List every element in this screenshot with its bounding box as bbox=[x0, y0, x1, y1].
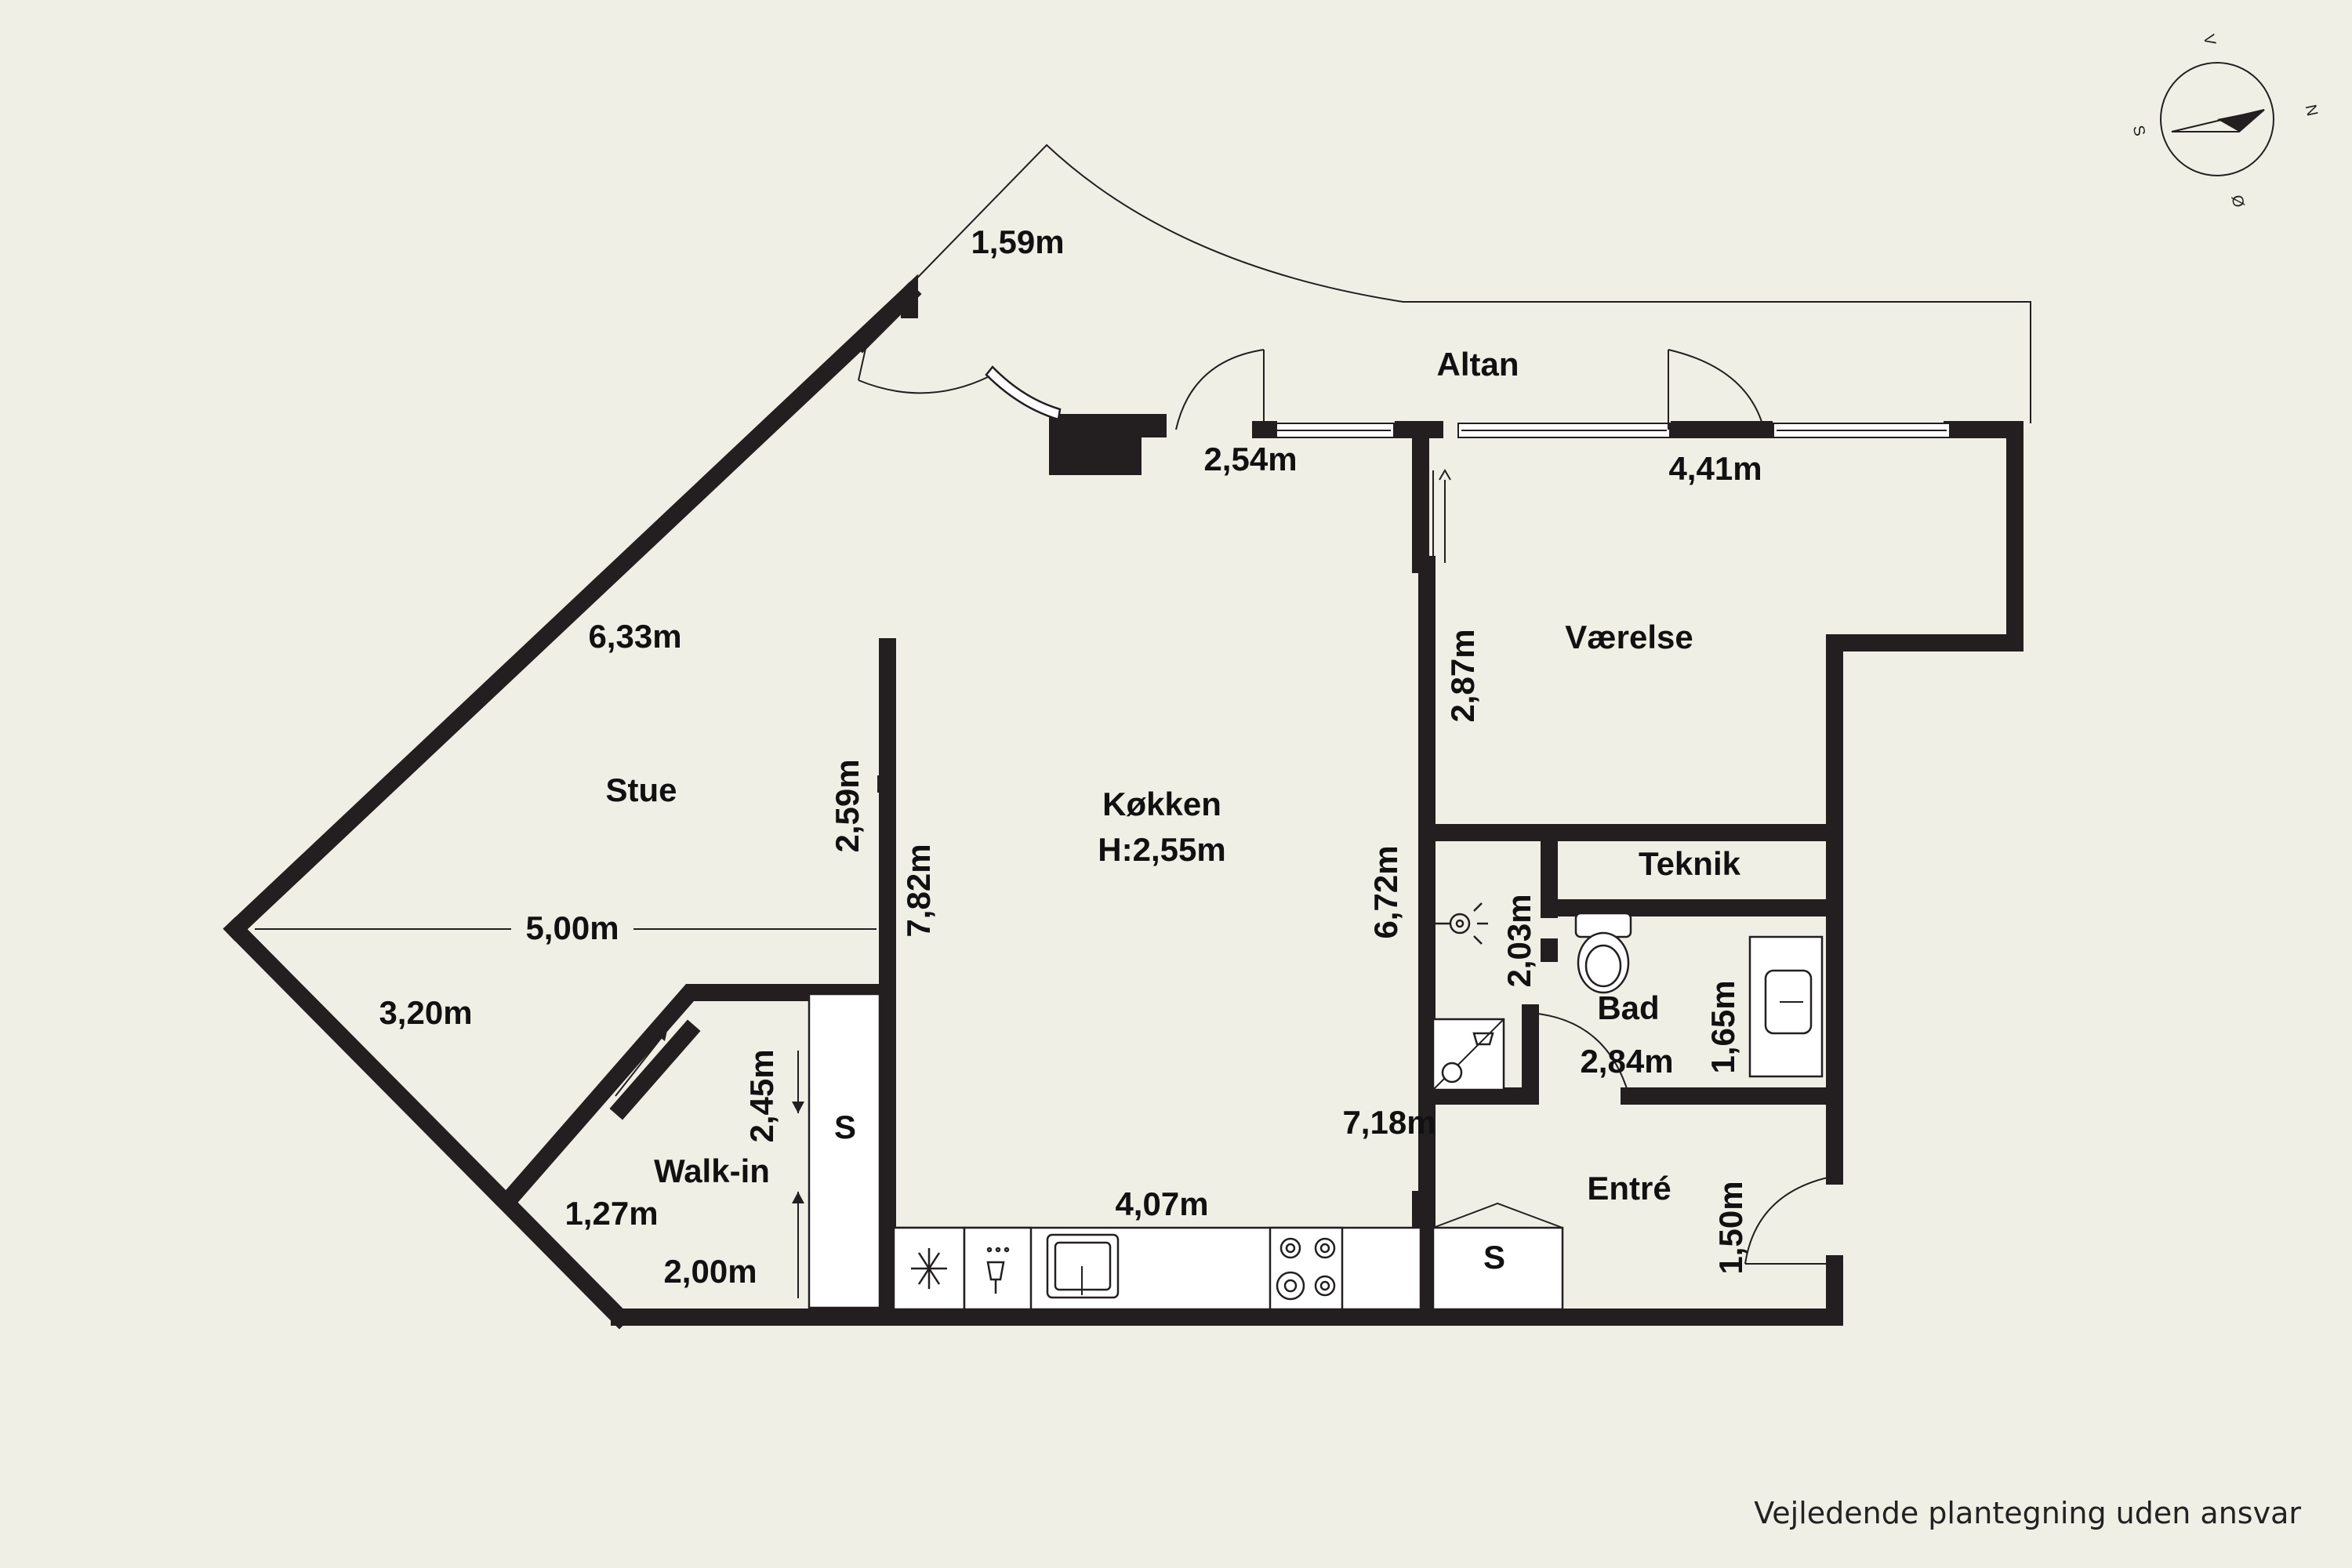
dim-bad-width: 2,84m bbox=[1580, 1043, 1673, 1080]
walls bbox=[223, 274, 2024, 1330]
toilet-icon bbox=[1574, 912, 1632, 994]
walkin-storage bbox=[808, 993, 881, 1309]
room-label-teknik: Teknik bbox=[1639, 845, 1741, 882]
room-labels: Altan Værelse Stue Køkken H:2,55m Teknik… bbox=[605, 346, 1740, 1276]
dim-bad-wc: 2,03m bbox=[1501, 894, 1537, 987]
doors bbox=[615, 327, 1835, 1298]
washbasin-icon bbox=[1433, 902, 1488, 945]
dim-walkin-height: 2,45m bbox=[743, 1049, 780, 1142]
room-label-entre: Entré bbox=[1587, 1170, 1671, 1207]
dim-entre-door: 1,50m bbox=[1712, 1181, 1749, 1274]
compass-s: S bbox=[2129, 124, 2148, 138]
compass-n: N bbox=[2302, 103, 2321, 118]
dim-koekken-height: 7,82m bbox=[900, 844, 937, 937]
storage-label-entre: S bbox=[1483, 1239, 1505, 1276]
stove-icon bbox=[1276, 1237, 1336, 1301]
compass-v: V bbox=[2200, 33, 2219, 47]
room-label-stue: Stue bbox=[605, 771, 677, 808]
snowflake-icon bbox=[911, 1248, 947, 1289]
dim-koekken-width: 4,07m bbox=[1115, 1185, 1208, 1222]
dim-hall-length: 7,18m bbox=[1342, 1104, 1436, 1141]
dim-bad-height: 1,65m bbox=[1704, 980, 1741, 1073]
dim-stue-diag: 6,33m bbox=[588, 618, 681, 655]
dim-stue-lower-diag: 3,20m bbox=[379, 994, 472, 1031]
dim-altan-door: 2,54m bbox=[1203, 441, 1297, 477]
dishwasher bbox=[963, 1226, 1033, 1311]
dim-hall-height: 6,72m bbox=[1367, 845, 1404, 938]
sink-icon bbox=[1046, 1233, 1120, 1299]
room-label-altan: Altan bbox=[1437, 346, 1519, 383]
entre-storage bbox=[1432, 1226, 1564, 1311]
compass-o: Ø bbox=[2227, 194, 2247, 209]
compass-rose: N S V Ø bbox=[2129, 33, 2321, 209]
room-label-walkin: Walk-in bbox=[654, 1152, 770, 1189]
disclaimer-text: Vejledende plantegning uden ansvar bbox=[1754, 1496, 2301, 1530]
laundry-icon bbox=[1472, 1032, 1494, 1046]
dim-stue-wall: 2,59m bbox=[829, 759, 866, 852]
dim-vaerelse-height: 2,87m bbox=[1444, 629, 1481, 722]
room-label-bad: Bad bbox=[1597, 989, 1659, 1026]
dim-walkin-diag: 1,27m bbox=[564, 1195, 658, 1232]
fixtures bbox=[808, 902, 1824, 1311]
dim-vaerelse-width: 4,41m bbox=[1668, 450, 1762, 487]
room-label-vaerelse: Værelse bbox=[1565, 619, 1693, 655]
dimension-labels: 1,59m 2,54m 4,41m 6,33m 2,87m 2,59m 7,82… bbox=[379, 223, 1762, 1290]
room-height-label: H:2,55m bbox=[1098, 831, 1225, 868]
dim-stue-width: 5,00m bbox=[525, 909, 619, 946]
room-label-koekken: Køkken bbox=[1102, 786, 1221, 822]
vanity-icon bbox=[1748, 935, 1824, 1078]
storage-label-walkin: S bbox=[834, 1109, 856, 1145]
balcony-outline bbox=[901, 143, 2031, 423]
dishwasher-icon bbox=[986, 1247, 1010, 1294]
dim-walkin-width: 2,00m bbox=[663, 1253, 757, 1290]
dim-altan-diag: 1,59m bbox=[971, 223, 1064, 260]
